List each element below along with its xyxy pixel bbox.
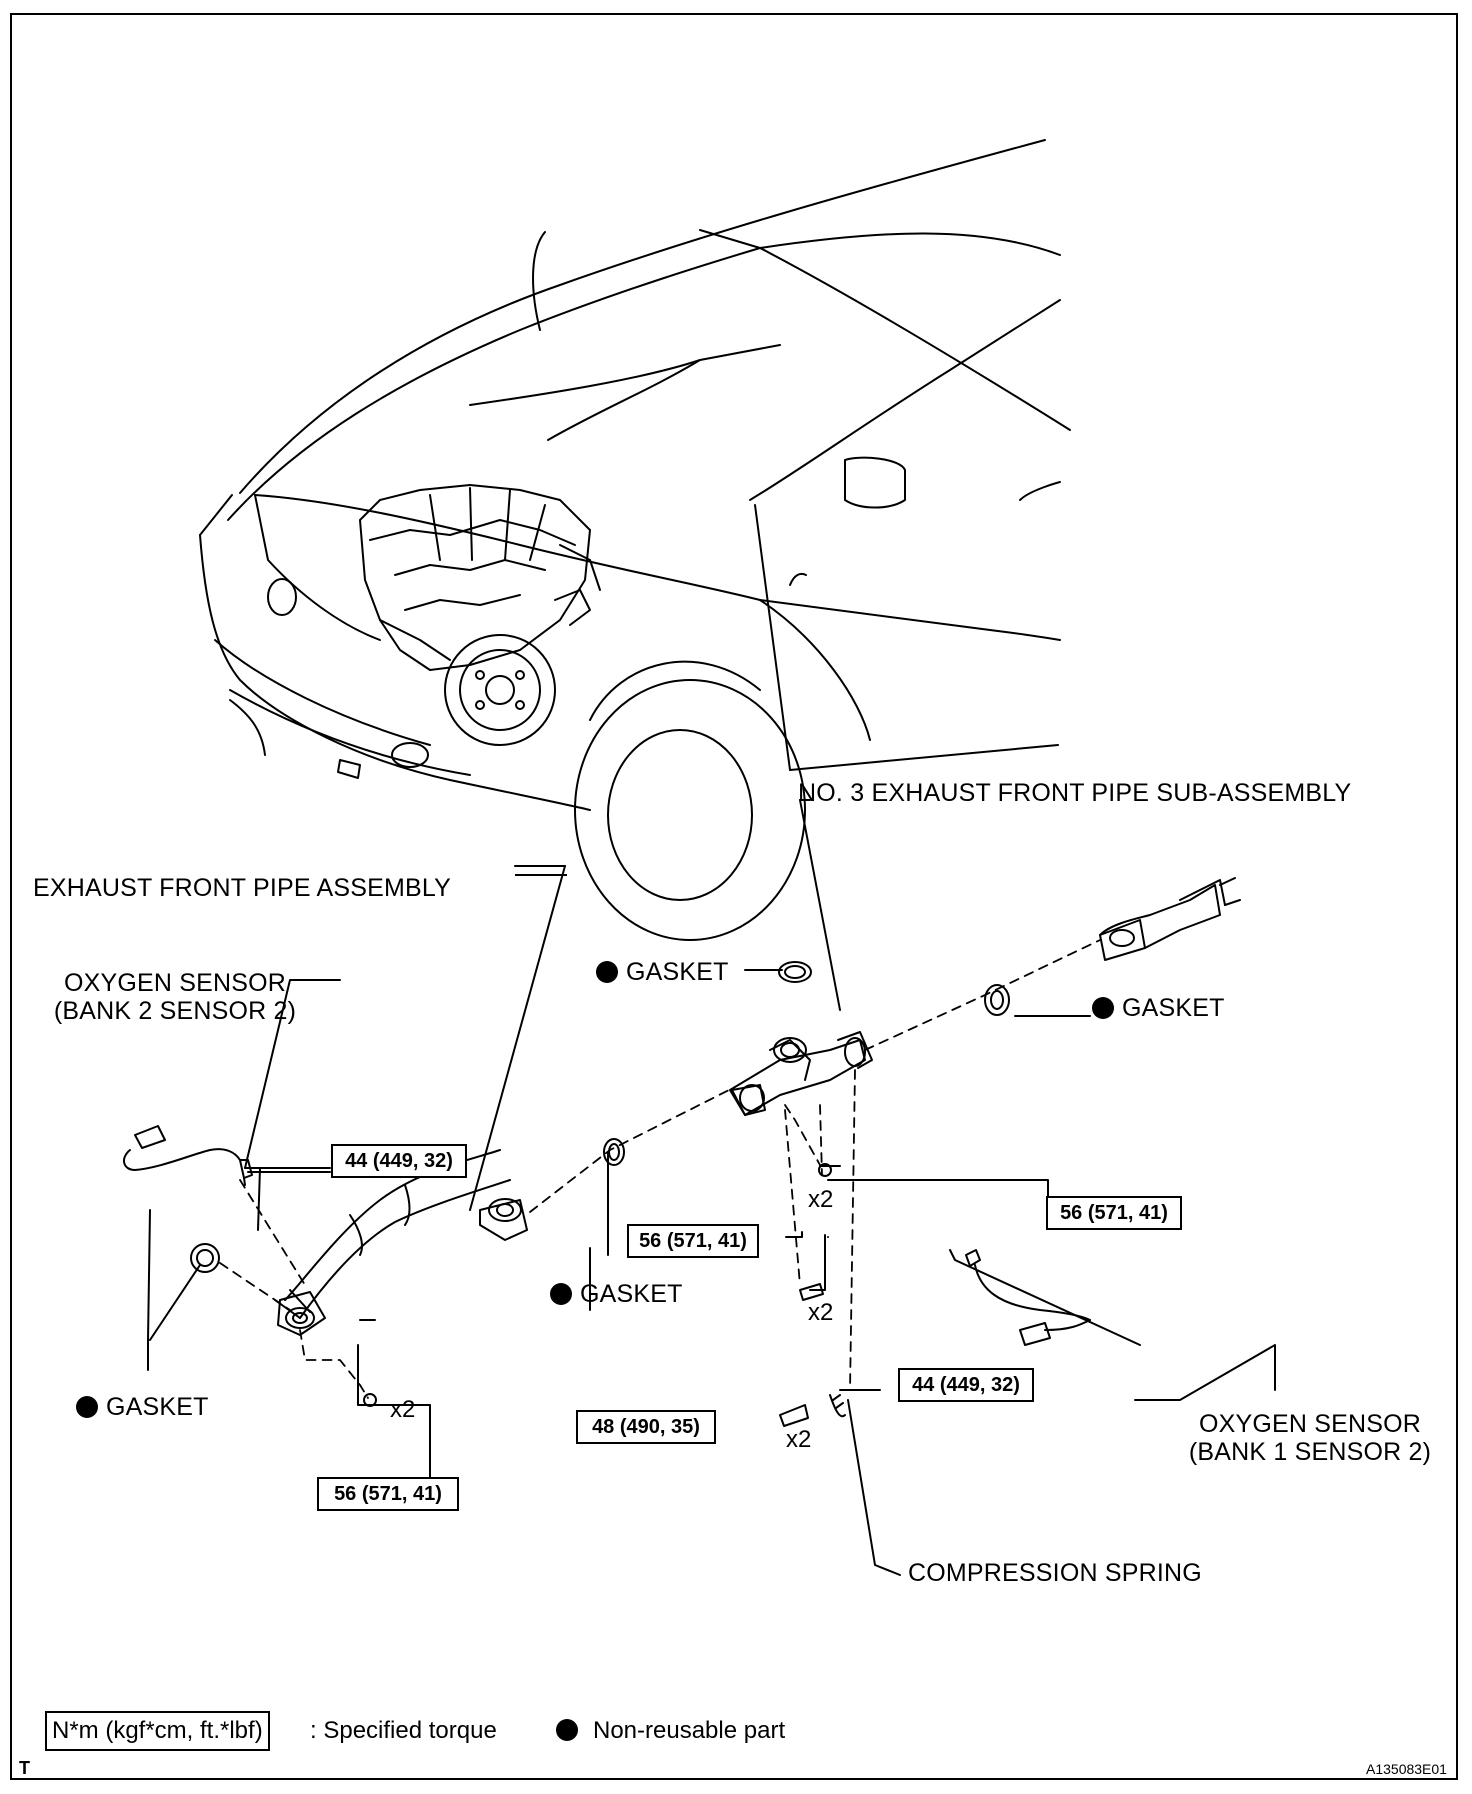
label-gasket-left: GASKET bbox=[76, 1393, 209, 1421]
front-pipe-leader bbox=[515, 874, 567, 876]
label-front-pipe: EXHAUST FRONT PIPE ASSEMBLY bbox=[33, 874, 452, 902]
count-nut-bottom: x2 bbox=[390, 1396, 416, 1423]
torque-sensor-left: 44 (449, 32) bbox=[331, 1144, 467, 1178]
oxygen-sensor-left bbox=[123, 1125, 331, 1186]
count-spring-bolt: x2 bbox=[786, 1426, 812, 1453]
vehicle-outline bbox=[199, 139, 1071, 941]
non-reusable-dot bbox=[1092, 997, 1114, 1019]
oxygen-sensor-right-line2: (BANK 1 SENSOR 2) bbox=[1188, 1438, 1432, 1466]
torque-nut-bottom: 56 (571, 41) bbox=[317, 1477, 459, 1511]
legend-torque-unit: N*m (kgf*cm, ft.*lbf) bbox=[45, 1711, 270, 1751]
label-oxygen-sensor-left: OXYGEN SENSOR bbox=[20, 969, 330, 997]
fasteners bbox=[363, 1163, 846, 1427]
label-no3-front-pipe: NO. 3 EXHAUST FRONT PIPE SUB-ASSEMBLY bbox=[798, 779, 1352, 807]
label-compression-spring: COMPRESSION SPRING bbox=[908, 1559, 1202, 1587]
torque-nut-right: 56 (571, 41) bbox=[1046, 1196, 1182, 1230]
oxygen-sensor-right bbox=[965, 1249, 1091, 1346]
label-gasket-top: GASKET bbox=[596, 958, 729, 986]
gasket-text: GASKET bbox=[580, 1280, 683, 1308]
oxygen-sensor-left-line2: (BANK 2 SENSOR 2) bbox=[53, 997, 297, 1025]
non-reusable-dot bbox=[596, 961, 618, 983]
no3-exhaust-front-pipe bbox=[729, 1031, 873, 1116]
torque-bolt-mid: 56 (571, 41) bbox=[627, 1224, 759, 1258]
leader-lines bbox=[147, 799, 1276, 1576]
exhaust-front-pipe bbox=[274, 1149, 528, 1336]
oxygen-sensor-left-line1: OXYGEN SENSOR bbox=[63, 969, 287, 997]
diagram-frame bbox=[10, 13, 1458, 1780]
gasket-text: GASKET bbox=[106, 1393, 209, 1421]
count-bolt-mid: x2 bbox=[808, 1299, 834, 1326]
engine-drawing bbox=[359, 484, 601, 746]
label-gasket-right: GASKET bbox=[1092, 994, 1225, 1022]
label-oxygen-sensor-right-2: (BANK 1 SENSOR 2) bbox=[1155, 1438, 1465, 1466]
legend-non-reusable-dot bbox=[556, 1719, 578, 1741]
oxygen-sensor-right-line1: OXYGEN SENSOR bbox=[1198, 1410, 1422, 1438]
count-nut-right: x2 bbox=[808, 1186, 834, 1213]
label-oxygen-sensor-right: OXYGEN SENSOR bbox=[1155, 1410, 1465, 1438]
legend-non-reusable: Non-reusable part bbox=[593, 1717, 786, 1744]
corner-mark: T bbox=[19, 1758, 30, 1778]
gaskets bbox=[190, 961, 1010, 1273]
alignment-dashes bbox=[219, 939, 1101, 1399]
torque-sensor-right: 44 (449, 32) bbox=[898, 1368, 1034, 1402]
gasket-text: GASKET bbox=[626, 958, 729, 986]
tail-pipe bbox=[1099, 877, 1241, 961]
gasket-text: GASKET bbox=[1122, 994, 1225, 1022]
figure-code: A135083E01 bbox=[1366, 1761, 1447, 1777]
legend-torque-desc: : Specified torque bbox=[310, 1717, 497, 1744]
label-oxygen-sensor-left-2: (BANK 2 SENSOR 2) bbox=[20, 997, 330, 1025]
non-reusable-dot bbox=[550, 1283, 572, 1305]
label-gasket-mid: GASKET bbox=[550, 1280, 683, 1308]
torque-spring-bolt: 48 (490, 35) bbox=[576, 1410, 716, 1444]
non-reusable-dot bbox=[76, 1396, 98, 1418]
